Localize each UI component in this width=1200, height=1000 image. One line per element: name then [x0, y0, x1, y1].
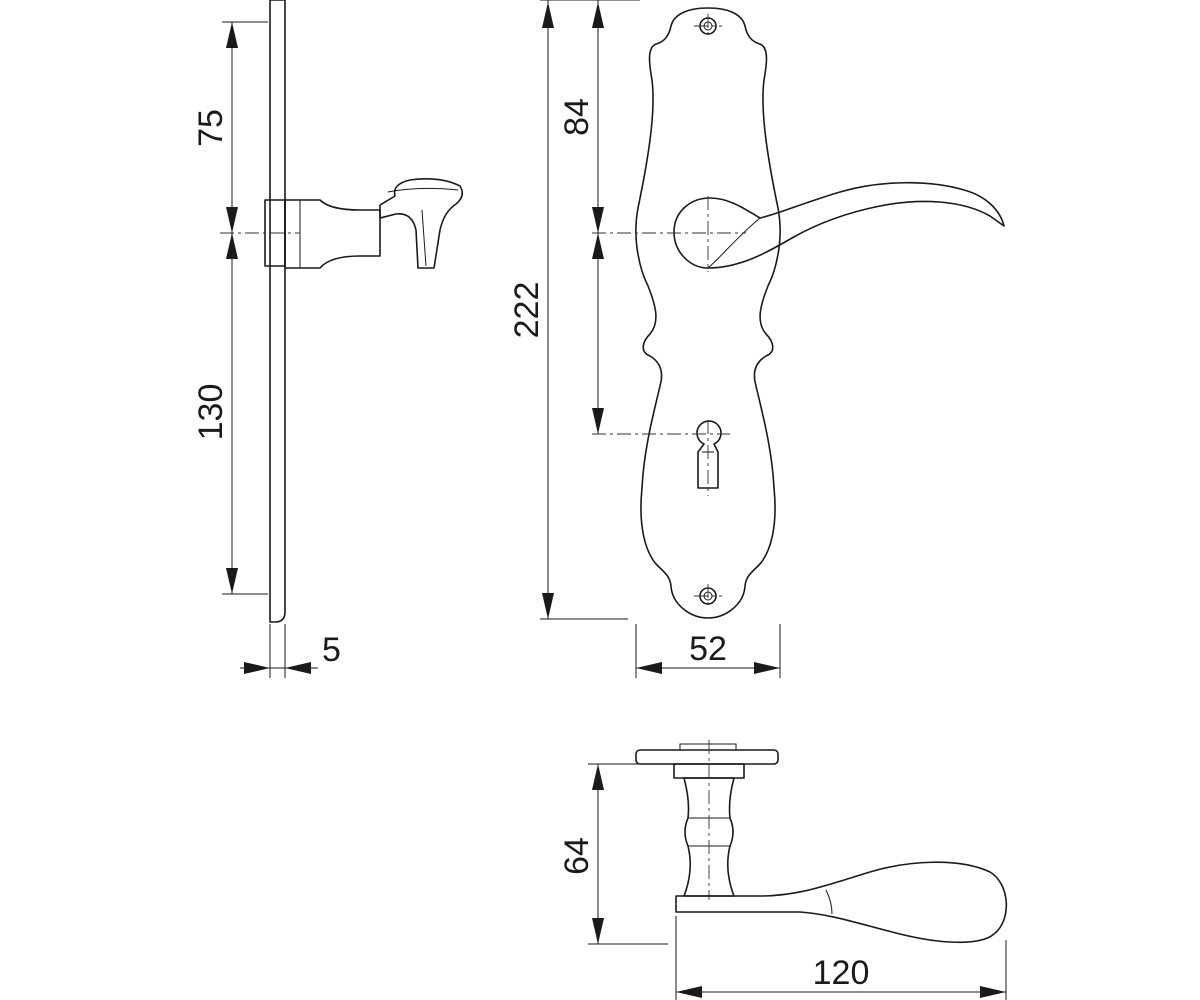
- dim-text-top-projection: 64: [558, 837, 596, 875]
- keyhole: [696, 420, 722, 489]
- top-view: [635, 740, 1008, 944]
- top-backplate: [635, 749, 779, 765]
- dim-thickness: 5: [240, 624, 341, 678]
- dim-top-projection: 64: [558, 763, 672, 945]
- dim-front-total: 222: [508, 0, 628, 620]
- dim-text-top-length: 120: [813, 954, 870, 992]
- dim-text-front-spindle: 84: [558, 98, 596, 136]
- dim-text-side-lower: 130: [192, 384, 230, 441]
- dim-front-spindle: 84: [558, 0, 640, 233]
- front-backplate: [635, 7, 781, 619]
- dim-text-front-total: 222: [508, 282, 546, 339]
- side-lever: [379, 178, 464, 269]
- dim-front-width: 52: [635, 624, 781, 678]
- dim-side-lower: 130: [192, 233, 268, 595]
- top-lever: [675, 861, 1008, 944]
- dim-text-side-upper: 75: [192, 109, 230, 147]
- side-view: [220, 0, 464, 623]
- dim-side-upper: 75: [192, 21, 268, 233]
- dim-front-keyhole: [592, 233, 604, 434]
- dim-top-length: 120: [675, 916, 1007, 1000]
- front-view: [592, 7, 1005, 619]
- dim-text-thickness: 5: [322, 631, 341, 669]
- side-neck: [284, 199, 381, 269]
- dim-text-front-width: 52: [689, 630, 727, 668]
- front-lever: [673, 181, 1005, 269]
- side-backplate: [269, 0, 286, 623]
